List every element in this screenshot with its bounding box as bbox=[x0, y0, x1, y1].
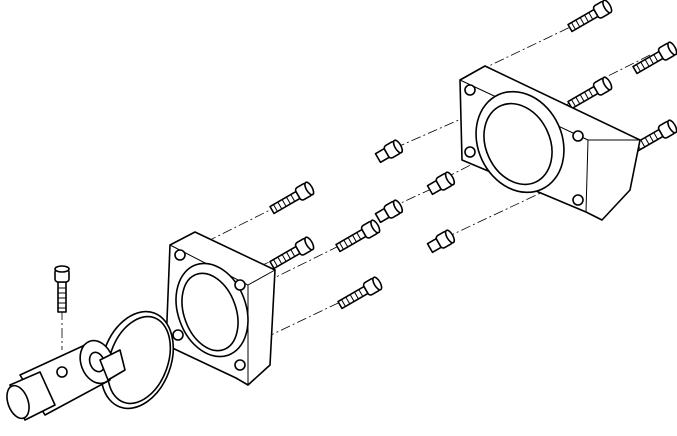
set-screw bbox=[54, 265, 70, 313]
cap-screw-5 bbox=[267, 180, 317, 217]
flange-plate-right bbox=[459, 65, 641, 221]
short-screw-2 bbox=[425, 170, 457, 197]
cap-screw-1 bbox=[565, 0, 615, 35]
short-screw-3 bbox=[373, 198, 405, 225]
cap-screw-2 bbox=[630, 40, 677, 77]
cap-screw-3 bbox=[565, 75, 615, 112]
cap-screw-8 bbox=[335, 275, 385, 312]
short-screw-1 bbox=[373, 138, 405, 165]
o-ring bbox=[99, 310, 175, 410]
cap-screw-7 bbox=[333, 218, 383, 255]
short-screw-4 bbox=[425, 228, 457, 255]
shaft-coupling bbox=[6, 339, 126, 421]
cap-screw-6 bbox=[267, 235, 317, 272]
flange-plate-left bbox=[165, 231, 276, 386]
